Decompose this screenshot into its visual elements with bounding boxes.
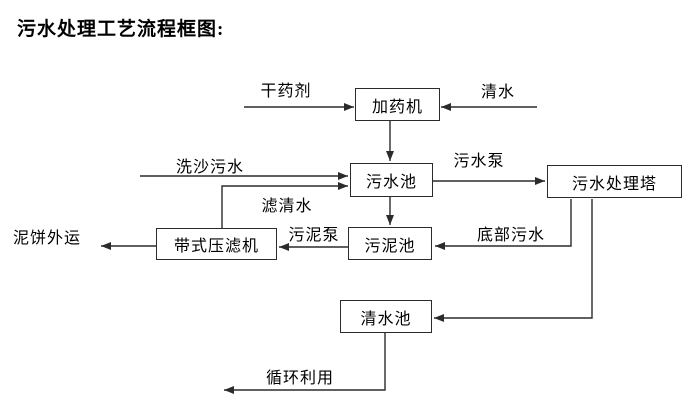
edge-filtered-water-to-sewage-pool <box>221 182 348 228</box>
edge-clean-water-pool-to-recycle <box>224 333 386 394</box>
node-treatment-tower: 污水处理塔 <box>547 165 682 198</box>
node-belt-filter-press: 带式压滤机 <box>156 228 277 260</box>
label-filtered-water: 滤清水 <box>261 198 313 215</box>
label-sludge-pump: 污泥泵 <box>288 227 340 244</box>
label-dry-agent: 干药剂 <box>260 83 312 100</box>
node-sludge-pool: 污泥池 <box>348 227 432 260</box>
node-clean-water-pool: 清水池 <box>340 300 432 333</box>
label-mud-cake-out: 泥饼外运 <box>12 230 82 247</box>
label-bottom-sewage: 底部污水 <box>476 227 546 244</box>
edge-bottom-sewage-to-sludge-pool <box>435 199 572 250</box>
edge-tower-to-clean-water-pool <box>434 199 593 322</box>
label-sand-washing-sewage: 洗沙污水 <box>175 159 245 176</box>
label-clean-water: 清水 <box>480 84 516 101</box>
label-recycle: 循环利用 <box>265 370 335 387</box>
diagram-title: 污水处理工艺流程框图: <box>17 19 225 40</box>
node-dosing-machine: 加药机 <box>355 88 440 121</box>
node-sewage-pool: 污水池 <box>350 163 433 197</box>
label-sewage-pump: 污水泵 <box>453 153 505 170</box>
